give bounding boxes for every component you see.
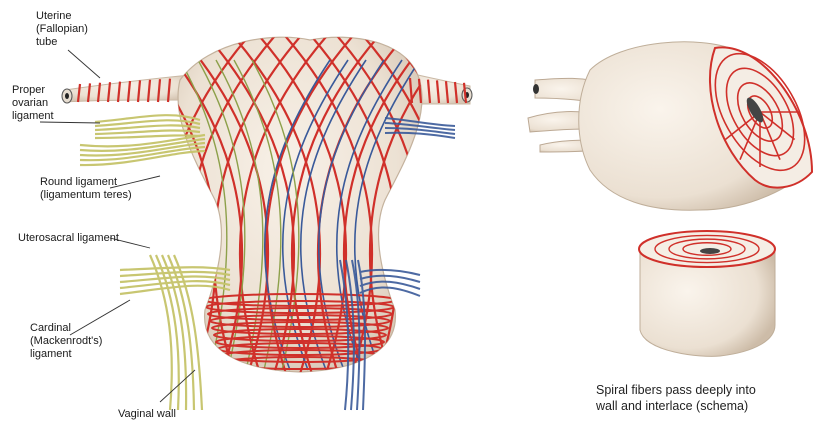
label-proper-ovarian-ligament: Proper ovarian ligament bbox=[12, 84, 54, 123]
label-uterine-tube: Uterine (Fallopian) tube bbox=[36, 10, 88, 49]
label-cardinal-ligament: Cardinal (Mackenrodt's) ligament bbox=[30, 322, 102, 361]
label-round-ligament: Round ligament (ligamentum teres) bbox=[40, 176, 132, 202]
schema-right bbox=[528, 39, 823, 357]
label-uterosacral-ligament: Uterosacral ligament bbox=[18, 232, 119, 245]
schema-caption: Spiral fibers pass deeply into wall and … bbox=[596, 382, 756, 414]
label-vaginal-wall: Vaginal wall bbox=[118, 408, 176, 421]
spiral-fiber-red bbox=[448, 30, 540, 380]
